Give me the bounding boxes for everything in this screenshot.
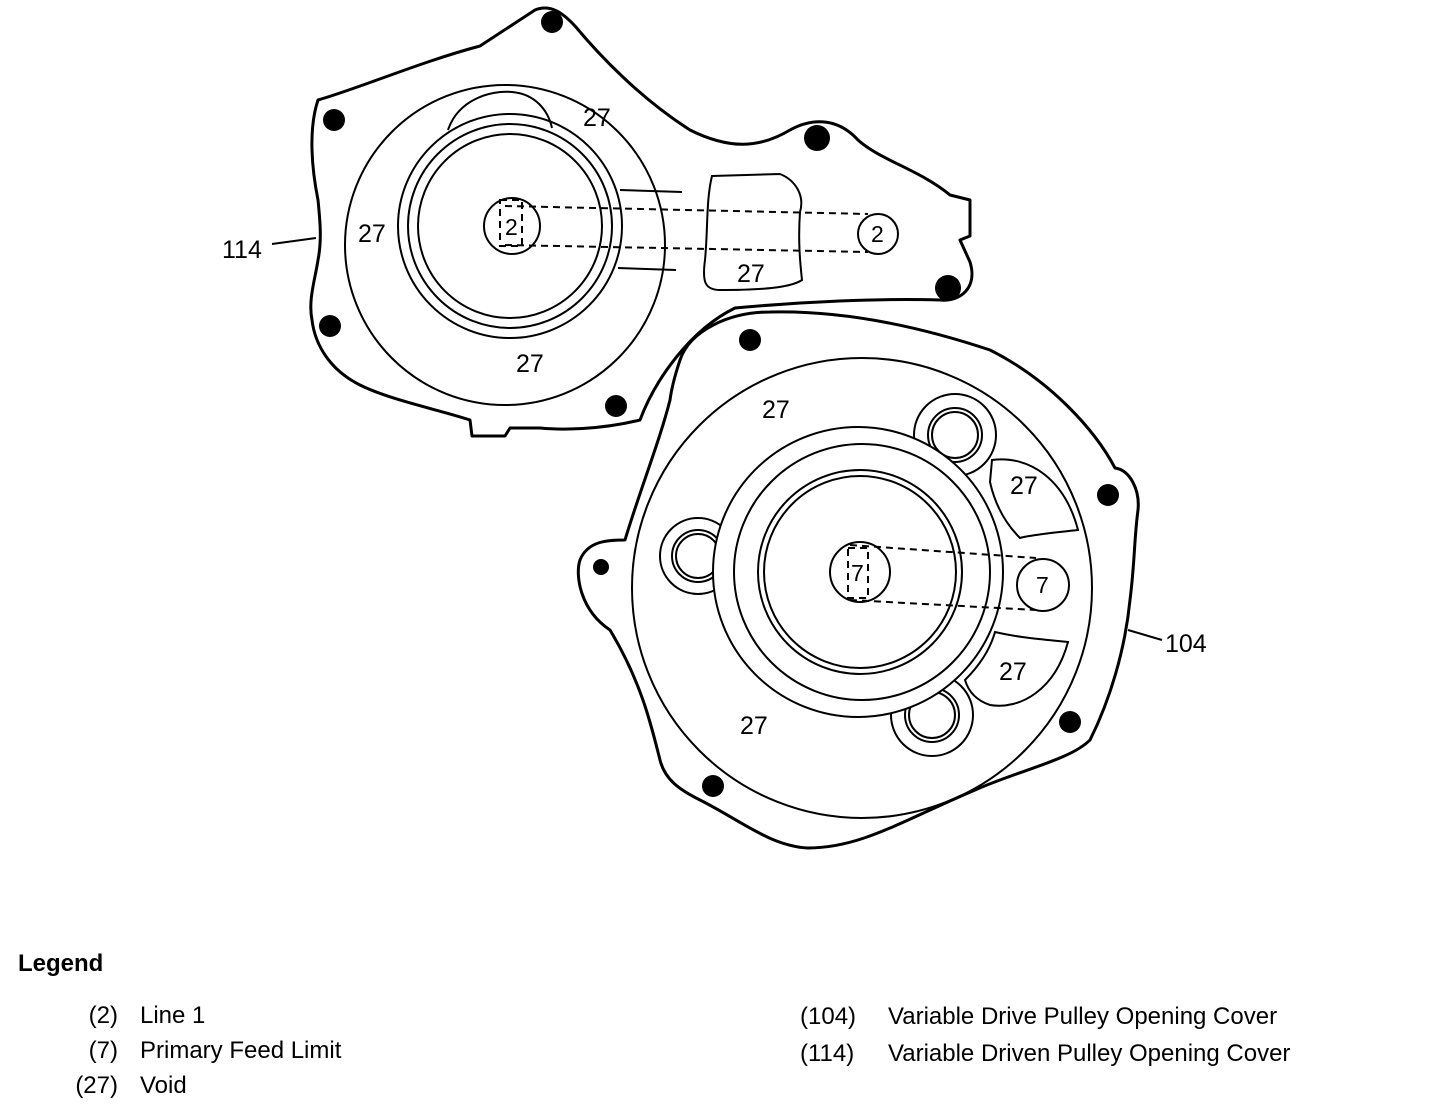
lower-bolt-hole-1 [739, 329, 761, 351]
lower-hub [829, 541, 891, 603]
void-label: 27 [516, 350, 544, 378]
upper-bolt-hole-1 [541, 11, 563, 33]
legend-item: (7) Primary Feed Limit [0, 1037, 342, 1065]
upper-bore-outer [397, 113, 623, 339]
upper-side-void [702, 172, 804, 292]
void-label: 27 [999, 658, 1027, 686]
lower-outer-ring [631, 357, 1093, 819]
lower-bore-inner [757, 469, 963, 675]
lower-bolt-hole-3 [593, 559, 609, 575]
line1-port-marker [499, 199, 523, 247]
upper-outer-ring [344, 84, 666, 406]
lower-bolt-hole-4 [1059, 711, 1081, 733]
callout-leader-114 [271, 237, 317, 245]
lower-bore-inner2 [763, 475, 957, 669]
lower-boss-top-inner2 [931, 411, 979, 459]
void-label: 27 [737, 260, 765, 288]
upper-bolt-hole-3 [804, 125, 830, 151]
line1-dash-bottom [504, 244, 869, 253]
upper-bolt-hole-5 [319, 315, 341, 337]
legend-text: Variable Drive Pulley Opening Cover [888, 1003, 1278, 1030]
legend-code: (114) [800, 1040, 855, 1067]
lower-void-lower-right [963, 630, 1070, 707]
legend-item: (2) Line 1 [0, 1002, 206, 1030]
legend-text: Line 1 [140, 1002, 206, 1029]
legend-item: (104) Variable Drive Pulley Opening Cover [800, 1003, 1277, 1031]
legend-code: (2) [88, 1002, 118, 1029]
void-label: 27 [358, 220, 386, 248]
upper-hub [483, 197, 541, 255]
legend-text: Variable Driven Pulley Opening Cover [888, 1040, 1291, 1067]
lower-void-upper-right [988, 458, 1080, 540]
upper-cover-114: 27 27 27 27 2 2 114 [222, 6, 974, 438]
upper-bolt-hole-2 [323, 109, 345, 131]
line1-dash-top [504, 205, 869, 215]
primary-feed-circle-label: 7 [1036, 572, 1049, 598]
legend-code: (27) [75, 1072, 118, 1099]
lower-boss-top-inner [927, 407, 983, 463]
lower-bolt-hole-2 [1097, 484, 1119, 506]
upper-channel-bottom [617, 267, 677, 271]
line1-circle-right [857, 213, 899, 255]
legend-text: Primary Feed Limit [140, 1037, 342, 1064]
upper-boss-arc [447, 90, 553, 131]
lower-cover-104: 27 27 27 27 7 7 104 [576, 310, 1207, 850]
upper-bolt-hole-6 [605, 395, 627, 417]
lower-bore-mid [733, 443, 991, 701]
void-label: 27 [762, 396, 790, 424]
line1-circle-label: 2 [505, 214, 518, 240]
primary-feed-circle-label: 7 [851, 560, 864, 586]
upper-bore-inner [417, 133, 603, 319]
upper-cover-outline [309, 6, 974, 438]
legend-code: (104) [800, 1003, 857, 1030]
line1-circle-label: 2 [871, 221, 884, 247]
legend-item: (27) Void [0, 1072, 187, 1100]
void-label: 27 [583, 104, 611, 132]
upper-channel-top [619, 189, 683, 193]
legend-item: (114) Variable Driven Pulley Opening Cove… [800, 1040, 1290, 1068]
void-label: 27 [1010, 472, 1038, 500]
lower-bolt-hole-5 [702, 775, 724, 797]
legend-text: Void [140, 1072, 187, 1099]
primary-feed-port-marker [847, 547, 869, 599]
legend-title: Legend [18, 950, 104, 977]
callout-leader-104 [1127, 629, 1163, 641]
callout-114: 114 [222, 236, 262, 264]
upper-bore-mid [407, 123, 613, 329]
legend-code: (7) [88, 1037, 118, 1064]
upper-bolt-hole-4 [935, 275, 961, 301]
cover-gasket-diagram: 27 27 27 27 2 2 114 [222, 6, 1207, 850]
primary-feed-circle-right [1016, 558, 1070, 612]
callout-104: 104 [1165, 630, 1207, 658]
void-label: 27 [740, 712, 768, 740]
